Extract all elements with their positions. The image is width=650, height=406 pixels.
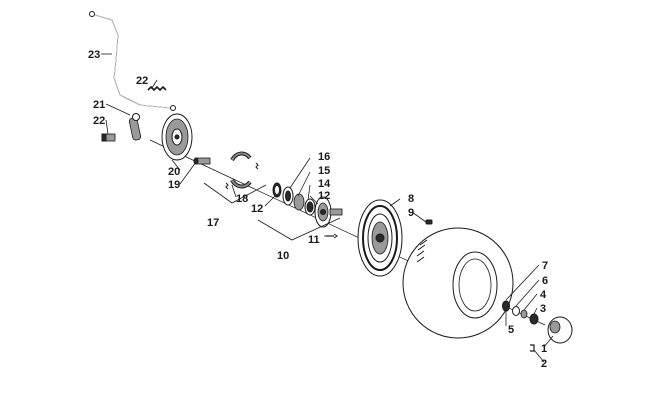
brake-cable	[89, 11, 176, 111]
brake-backing-plate	[161, 113, 193, 161]
callout-6: 6	[542, 275, 548, 287]
callout-20: 21	[93, 99, 105, 111]
callout-22: 22	[136, 75, 148, 87]
callout-19: 20	[168, 166, 180, 178]
callout-9: 9	[408, 207, 414, 219]
leader-lines	[101, 53, 554, 363]
seal-and-bearing-stack	[282, 186, 316, 216]
callout-1: 1	[541, 343, 547, 355]
washer-and-nut-stack	[502, 300, 539, 325]
callout-23: 23	[88, 49, 100, 61]
callout-3: 3	[540, 303, 546, 315]
wheel-hub	[314, 196, 343, 228]
callout-14: 15	[318, 165, 330, 177]
callout-11: 11	[308, 234, 320, 246]
callout-12-left: 12	[251, 203, 263, 215]
valve-stem	[425, 219, 433, 225]
wheel-rim	[357, 199, 403, 277]
callout-labels: 23 22 21 22 20 19 18 17 16 15 14 12 12 1…	[88, 49, 548, 370]
callout-8: 8	[408, 193, 414, 205]
brake-arm	[128, 113, 142, 141]
callout-18: 19	[168, 179, 180, 191]
brake-shoes	[225, 151, 259, 190]
callout-16: 17	[207, 217, 219, 229]
tire	[402, 227, 514, 339]
callout-4: 4	[540, 289, 547, 301]
brake-arm-bolt	[101, 133, 116, 142]
callout-12-right: 12	[318, 190, 330, 202]
cotter-pin	[326, 233, 338, 239]
callout-10: 10	[277, 250, 289, 262]
hub-cap	[547, 316, 573, 344]
bearing-inner	[272, 182, 282, 198]
callout-5: 5	[508, 324, 514, 336]
group-bracket-10	[257, 217, 341, 241]
return-spring	[147, 85, 167, 92]
pivot-pin	[193, 157, 211, 165]
callout-13: 14	[318, 178, 331, 190]
callout-21: 22	[93, 115, 105, 127]
callout-15: 16	[318, 151, 330, 163]
callout-2: 2	[541, 358, 547, 370]
callout-7: 7	[542, 260, 548, 272]
callout-17: 18	[236, 193, 248, 205]
group-bracket-16	[203, 182, 267, 204]
hub-cap-pin	[530, 344, 535, 352]
